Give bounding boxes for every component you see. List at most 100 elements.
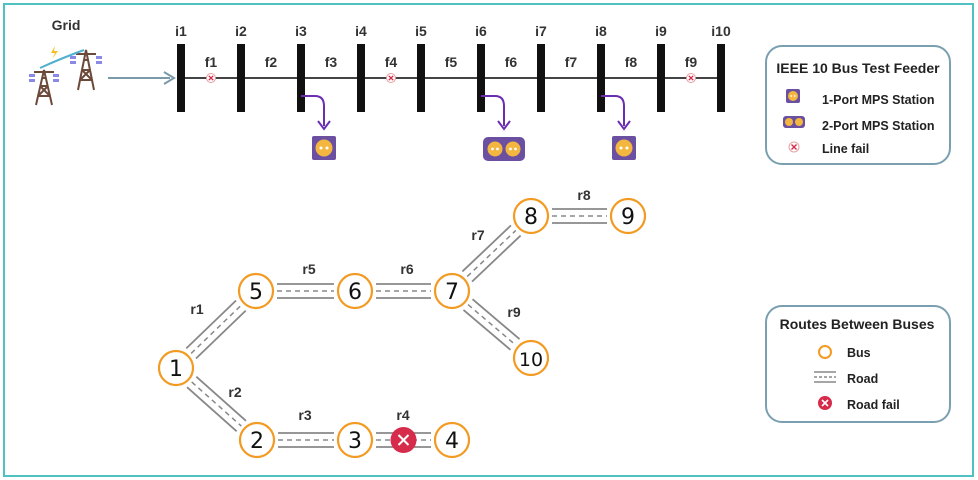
segment-f9: f9 [685,54,698,83]
bus-bar [417,44,425,112]
road-label: r9 [507,304,520,320]
mps-station-i6 [481,95,525,161]
legend-road-label: Road [847,372,878,386]
road-r1: r1 [185,299,247,360]
segment-label: f7 [565,54,578,70]
grid-label: Grid [52,17,81,33]
bus-node-ring [433,272,471,310]
bus-node-number: 5 [249,280,263,305]
bus-i6: i6 [475,23,487,112]
route-bus-6: 6 [336,272,374,310]
bus-node-ring [336,421,374,459]
grid-towers-icon [29,46,102,106]
route-bus-2: 2 [238,421,276,459]
legend-line-fail-label: Line fail [822,142,869,156]
mps-station-i3 [301,95,336,160]
route-bus-4: 4 [433,421,471,459]
feeder-legend-box [765,45,951,165]
road-label: r5 [302,261,315,277]
two-port-mps-icon [483,137,525,161]
bus-i5: i5 [415,23,427,112]
bus-bar [297,44,305,112]
road-label: r1 [190,301,203,317]
bus-node-ring [512,339,550,377]
bus-node-ring [609,197,647,235]
one-port-mps-icon [312,136,336,160]
one-port-mps-icon [612,136,636,160]
mps-station-i8 [601,95,636,160]
segment-f1: f1 [205,54,218,83]
one-port-mps-icon [786,89,800,103]
segment-label: f8 [625,54,638,70]
bus-label: i6 [475,23,487,39]
bus-i4: i4 [355,23,367,112]
segment-f3: f3 [325,54,338,70]
outer-border [3,3,974,477]
road-label: r4 [396,407,409,423]
two-port-mps-icon [783,116,805,128]
road-fail-icon [818,396,832,410]
segment-label: f1 [205,54,218,70]
legend-one-port-label: 1-Port MPS Station [822,93,935,107]
road-label: r6 [400,261,413,277]
bus-node-ring [237,272,275,310]
route-bus-3: 3 [336,421,374,459]
bus-node-number: 10 [519,349,543,371]
segment-f6: f6 [505,54,518,70]
bus-label: i9 [655,23,667,39]
bus-i3: i3 [295,23,307,112]
road-r7: r7 [461,224,522,283]
bus-node-number: 3 [348,429,362,454]
segment-label: f9 [685,54,698,70]
road-r5: r5 [277,261,334,299]
bus-label: i4 [355,23,367,39]
segment-label: f4 [385,54,398,70]
bus-bar [177,44,185,112]
line-fail-marker [386,73,396,83]
line-fail-marker [686,73,696,83]
bus-label: i8 [595,23,607,39]
mps-arrow [481,95,505,126]
road-r4: r4 [376,407,431,453]
route-bus-8: 8 [512,197,550,235]
road-r6: r6 [376,261,431,299]
road-icon [814,371,836,383]
legend-bus-label: Bus [847,346,871,360]
bus-node-ring [157,349,195,387]
bus-node-number: 7 [445,280,459,305]
bus-node-ring [433,421,471,459]
road-label: r8 [577,187,590,203]
legend-two-port-label: 2-Port MPS Station [822,119,935,133]
bus-label: i3 [295,23,307,39]
segment-f5: f5 [445,54,458,70]
segment-label: f3 [325,54,338,70]
road-r8: r8 [552,187,607,224]
road-fail-marker [390,427,417,453]
bus-node-number: 2 [250,429,264,454]
routes-legend-box [765,305,951,423]
routes-legend: Routes Between Buses Bus Road Road fail [765,305,951,423]
bus-node-ring [238,421,276,459]
mps-arrow [601,95,625,126]
routes-legend-title: Routes Between Buses [780,316,935,332]
bus-i10: i10 [711,23,731,112]
bus-node-number: 8 [524,205,538,230]
segment-f8: f8 [625,54,638,70]
line-fail-marker [206,73,216,83]
segment-f4: f4 [385,54,398,83]
bus-label: i5 [415,23,427,39]
bus-label: i10 [711,23,731,39]
bus-label: i1 [175,23,187,39]
road-r3: r3 [278,407,334,448]
route-bus-5: 5 [237,272,275,310]
bus-i9: i9 [655,23,667,112]
segment-f7: f7 [565,54,578,70]
route-bus-7: 7 [433,272,471,310]
bus-node-number: 1 [169,357,183,382]
bus-i8: i8 [595,23,607,112]
bus-node-icon [818,345,832,359]
legend-road-fail-label: Road fail [847,398,900,412]
bus-bar [537,44,545,112]
bus-label: i2 [235,23,247,39]
